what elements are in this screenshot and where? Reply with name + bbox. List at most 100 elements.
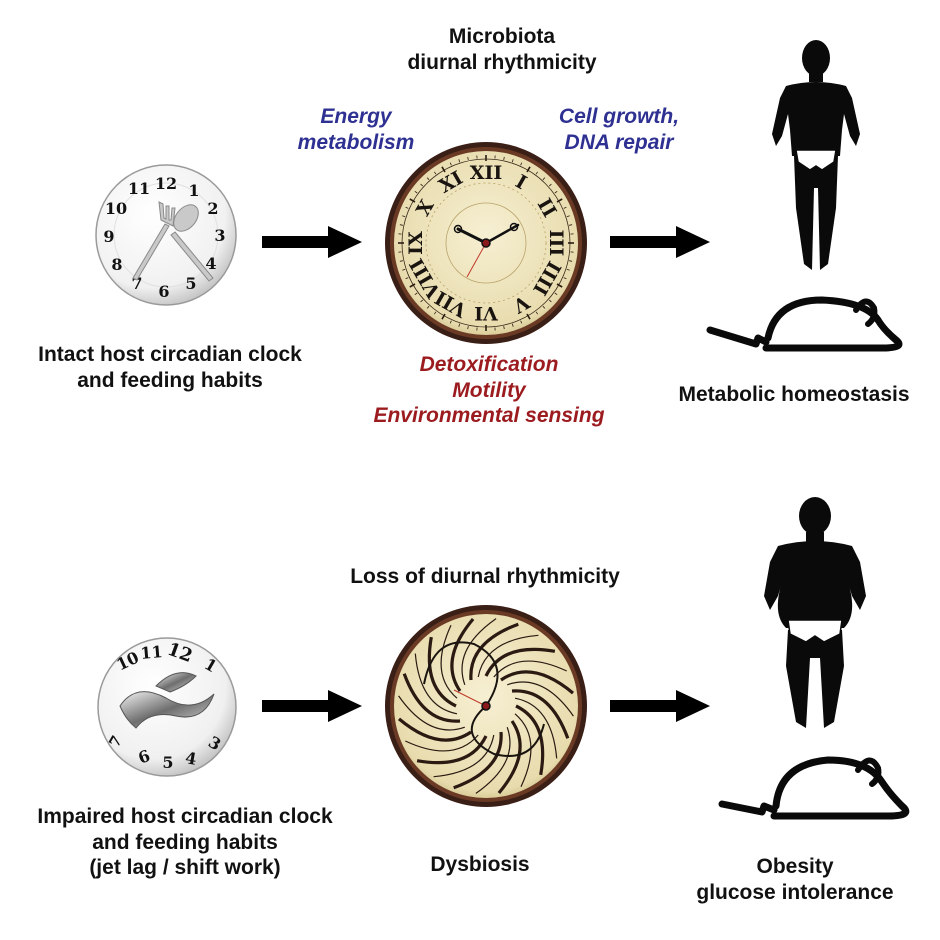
top-title-line2: diurnal rhythmicity <box>407 50 597 74</box>
intact-host-label: Intact host circadian clock and feeding … <box>0 342 340 393</box>
glucose-intolerance-text: glucose intolerance <box>696 880 894 904</box>
minute-tick <box>409 198 416 203</box>
minute-tick <box>467 156 469 160</box>
minute-tick <box>563 206 567 209</box>
plate-number: 1 <box>188 181 199 200</box>
minute-tick <box>441 166 446 173</box>
minute-tick <box>449 162 452 166</box>
minute-tick <box>526 313 531 320</box>
swirl-mark <box>493 660 567 678</box>
minute-tick <box>402 268 406 271</box>
swirl-mark <box>511 689 570 739</box>
swirl-mark <box>453 731 503 790</box>
dysbiosis-label: Dysbiosis <box>390 852 570 878</box>
mouse-icon <box>706 294 914 358</box>
swirl-mark <box>414 653 458 715</box>
arrow-right-icon <box>262 226 362 258</box>
minute-tick <box>563 277 567 280</box>
detoxification-line: Detoxification <box>419 353 559 376</box>
swirl-mark <box>398 695 465 731</box>
minute-tick <box>569 224 573 226</box>
minute-tick <box>426 305 430 309</box>
minute-tick <box>548 183 552 187</box>
impaired-host-line1: Impaired host circadian clock <box>37 805 333 828</box>
impaired-host-label: Impaired host circadian clock and feedin… <box>0 804 370 881</box>
minute-tick <box>503 326 505 330</box>
minute-tick <box>467 326 469 330</box>
swirl-mark <box>500 670 575 695</box>
minute-tick <box>566 215 570 218</box>
minute-tick <box>426 177 430 181</box>
arrow-right-icon <box>610 690 710 722</box>
roman-numeral: VI <box>474 302 499 324</box>
plate-number: 12 <box>155 174 177 193</box>
minute-tick <box>399 260 403 262</box>
minute-tick <box>554 190 558 194</box>
metabolic-homeostasis-label: Metabolic homeostasis <box>648 382 940 408</box>
top-title: Microbiota diurnal rhythmicity <box>380 24 624 75</box>
swirl-mark <box>427 636 457 708</box>
plate-number: 2 <box>207 199 218 218</box>
minute-tick <box>399 224 403 226</box>
plate-number: 7 <box>131 274 142 293</box>
swirl-mark <box>440 625 458 699</box>
warped-plate-number: 11 <box>140 642 164 663</box>
swirl-mark <box>514 713 532 787</box>
roman-numeral: IX <box>405 231 427 255</box>
bottom-title: Loss of diurnal rhythmicity <box>310 564 660 590</box>
environmental-sensing-line: Environmental sensing <box>373 404 605 428</box>
plate-number: 8 <box>111 255 122 274</box>
minute-tick <box>405 206 409 209</box>
swirl-mark <box>515 704 545 776</box>
minute-tick <box>414 190 418 194</box>
swirl-mark <box>433 734 495 778</box>
minute-tick <box>526 166 531 173</box>
minute-tick <box>414 292 418 296</box>
minute-tick <box>520 320 523 324</box>
minute-tick <box>433 311 437 315</box>
minute-tick <box>503 156 505 160</box>
plate-number: 4 <box>205 254 216 273</box>
warped-plate-clock-icon: 10 11 12 1 7 6 5 4 3 <box>96 636 238 778</box>
minute-tick <box>569 260 573 262</box>
plate-number: 9 <box>103 227 114 246</box>
minute-tick <box>554 292 558 296</box>
minute-tick <box>511 159 514 163</box>
plate-number: 11 <box>128 179 150 198</box>
swirl-mark <box>507 681 574 717</box>
swirl-mark <box>416 735 488 765</box>
lean-human-icon <box>756 38 876 274</box>
minute-tick <box>542 177 546 181</box>
obesity-label: Obesity glucose intolerance <box>664 854 926 905</box>
minute-tick <box>441 313 446 320</box>
arrow-right-icon <box>262 690 362 722</box>
swirl-mark <box>461 618 497 685</box>
roman-numeral: III <box>545 230 567 257</box>
dysbiosis-text: Dysbiosis <box>430 853 530 876</box>
motility-line: Motility <box>452 378 526 402</box>
minute-tick <box>409 283 416 288</box>
minute-tick <box>458 323 461 327</box>
functions-label: Detoxification Motility Environmental se… <box>336 352 642 429</box>
minute-tick <box>535 171 539 175</box>
swirl-mark <box>405 734 479 752</box>
impaired-host-line2: and feeding habits <box>92 830 278 854</box>
cell-growth-line: Cell growth, <box>558 105 680 128</box>
obesity-text: Obesity <box>756 855 834 878</box>
roman-numeral: XII <box>470 162 503 184</box>
minute-tick <box>449 320 452 324</box>
intact-host-line2: and feeding habits <box>77 368 263 392</box>
minute-tick <box>566 268 570 271</box>
plate-number: 10 <box>105 199 127 218</box>
swirl-mark <box>450 617 475 692</box>
minute-tick <box>556 198 563 203</box>
swirl-mark <box>402 673 461 723</box>
minute-tick <box>420 183 424 187</box>
swirl-mark <box>475 727 511 794</box>
swirl-mark <box>477 634 539 678</box>
minute-tick <box>420 299 424 303</box>
plate-number: 3 <box>214 226 225 245</box>
minute-tick <box>433 171 437 175</box>
minute-tick <box>542 305 546 309</box>
